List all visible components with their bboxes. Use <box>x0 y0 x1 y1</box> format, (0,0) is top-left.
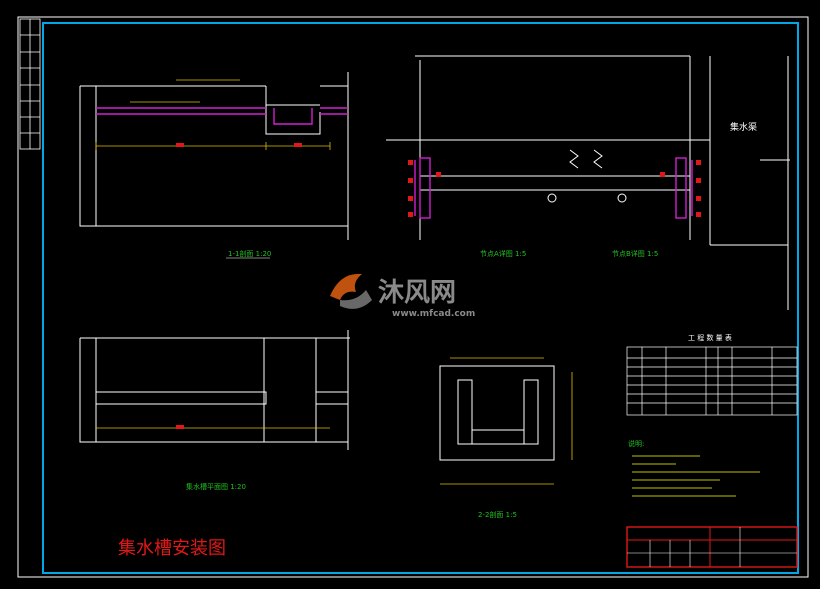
section-2-2 <box>439 365 555 461</box>
bolt-marks <box>408 160 701 217</box>
title-block <box>626 526 798 568</box>
drawing-caption: 集水槽安装图 <box>118 538 226 559</box>
break-lines <box>569 149 603 169</box>
table-title: 工 程 数 量 表 <box>688 333 732 342</box>
callout-circle <box>547 193 557 203</box>
watermark-url: www.mfcad.com <box>392 309 475 319</box>
plan-view <box>79 330 350 450</box>
node-b-label: 节点B详图 1:5 <box>612 249 658 258</box>
node-a-label: 节点A详图 1:5 <box>480 249 526 258</box>
inner-frame <box>42 22 799 574</box>
notes-title: 说明: <box>628 439 644 448</box>
outer-frame <box>17 16 809 578</box>
dim-tag <box>176 425 184 429</box>
binding-strip <box>19 18 41 150</box>
node-plates <box>414 157 693 219</box>
callout-circle <box>617 193 627 203</box>
quantity-table <box>626 346 798 416</box>
section-2-2-label: 2-2剖面 1:5 <box>478 510 517 519</box>
watermark-brand: 沐风网 <box>378 278 456 308</box>
notes-lines <box>632 455 760 497</box>
section-1-1-label: 1-1剖面 1:20 <box>228 249 271 258</box>
plan-view-label: 集水槽平面图 1:20 <box>186 482 246 491</box>
watermark-logo <box>340 290 372 309</box>
node-detail <box>386 55 790 310</box>
section-1-1-dims <box>95 79 331 150</box>
pool-label: 集水渠 <box>730 121 757 133</box>
section-1-1 <box>79 72 349 240</box>
watermark: 沐风网 www.mfcad.com <box>330 273 475 319</box>
section-1-1-trough <box>96 107 348 125</box>
dim-tag <box>176 143 184 147</box>
dim-tag <box>294 143 302 147</box>
section-2-2-dims <box>440 357 573 485</box>
watermark-logo <box>330 273 362 300</box>
